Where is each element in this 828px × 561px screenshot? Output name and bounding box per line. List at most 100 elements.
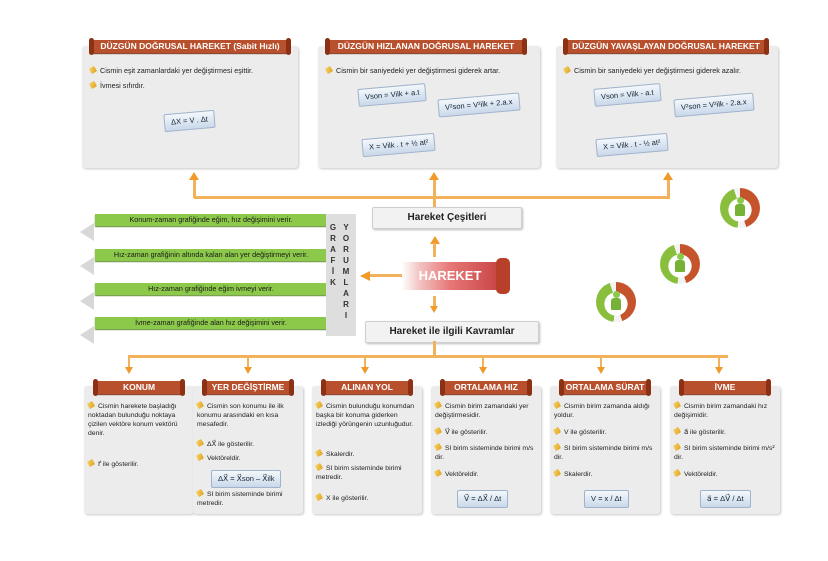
bullet: SI birim sisteminde birimi metredir. — [314, 462, 418, 482]
bullet: Cismin eşit zamanlardaki yer değiştirmes… — [88, 65, 253, 75]
pencil-icon — [552, 442, 562, 452]
chevron-left-icon — [80, 326, 94, 344]
connector-line — [364, 355, 366, 369]
pencil-icon — [433, 426, 443, 436]
box-title: DÜZGÜN HIZLANAN DOĞRUSAL HAREKET — [325, 38, 527, 55]
graph-note: Hız-zaman grafiğinde eğim ivmeyi verir. — [95, 283, 327, 295]
decelerating-motion-box: DÜZGÜN YAVAŞLAYAN DOĞRUSAL HAREKET Cismi… — [556, 38, 778, 168]
arrow-up-icon — [663, 172, 673, 180]
box-title: KONUM — [93, 379, 185, 396]
connector-line — [433, 243, 436, 257]
uniform-motion-box: DÜZGÜN DOĞRUSAL HAREKET (Sabit Hızlı) Ci… — [82, 38, 298, 168]
formula: ΔX = V . Δt — [163, 109, 216, 133]
bullet: Cismin son konumu ile ilk konumu arasınd… — [195, 400, 299, 429]
pencil-icon — [672, 400, 682, 410]
formula: V⃗ = ΔX⃗ / Δt — [457, 490, 509, 508]
formula: ΔX⃗ = X⃗son – X⃗ilk — [211, 470, 282, 488]
formula: a⃗ = ΔV⃗ / Δt — [700, 490, 751, 508]
bullet: V ile gösterilir. — [552, 426, 656, 437]
pencil-icon — [552, 426, 562, 436]
chevron-left-icon — [80, 223, 94, 241]
bullet: Cismin birim zamandaki yer değiştirmesid… — [433, 400, 537, 420]
pencil-icon — [433, 400, 443, 410]
pencil-icon — [324, 65, 334, 75]
pencil-icon — [195, 488, 205, 498]
motion-types-label: Hareket Çeşitleri — [372, 207, 522, 229]
box-title: ALINAN YOL — [321, 379, 413, 396]
arrow-down-icon — [479, 367, 487, 374]
arrow-down-icon — [430, 306, 438, 313]
arrow-down-icon — [715, 367, 723, 374]
formula: V²son = V²ilk + 2.a.x — [437, 92, 521, 118]
connector-line — [667, 178, 670, 198]
figure-icon — [660, 244, 700, 284]
pencil-icon — [672, 426, 682, 436]
bullet: SI birim sisteminde birimi m/s dir. — [552, 442, 656, 462]
bullet: SI birim sisteminde birimi metredir. — [195, 488, 299, 508]
pencil-icon — [672, 442, 682, 452]
pencil-icon — [552, 468, 562, 478]
bullet: Vektöreldir. — [672, 468, 776, 479]
motion-concepts-label: Hareket ile ilgili Kavramlar — [365, 321, 539, 343]
figure-icon — [596, 282, 636, 322]
pencil-icon — [88, 80, 98, 90]
bullet: Skalerdir. — [552, 468, 656, 479]
arrow-up-icon — [429, 172, 439, 180]
bullet: Cismin birim zamanda aldığı yoldur. — [552, 400, 656, 420]
pencil-icon — [314, 448, 324, 458]
connector-line — [433, 296, 436, 308]
graph-comments-panel — [326, 214, 356, 336]
bullet: Vektöreldir. — [433, 468, 537, 479]
connector-line — [193, 178, 196, 198]
pencil-icon — [433, 468, 443, 478]
connector-line — [247, 355, 249, 369]
arrow-down-icon — [361, 367, 369, 374]
concept-box-ivme: İVME Cismin birim zamandaki hız değişimi… — [670, 379, 780, 514]
bullet: ΔX⃗ ile gösterilir. — [195, 438, 299, 449]
bullet: Skalerdir. — [314, 448, 418, 459]
connector-line — [600, 355, 602, 369]
bullet: Vektöreldir. — [195, 452, 299, 463]
arrow-down-icon — [125, 367, 133, 374]
pencil-icon — [195, 400, 205, 410]
pencil-icon — [314, 492, 324, 502]
concept-box-alinan-yol: ALINAN YOL Cismin bulunduğu konumdan baş… — [312, 379, 422, 514]
concept-box-ortalama-surat: ORTALAMA SÜRAT Cismin birim zamanda aldı… — [550, 379, 660, 514]
scroll-roll — [496, 258, 510, 294]
bullet: Cismin bir saniyedeki yer değiştirmesi g… — [562, 65, 741, 75]
formula: X = Vilk . t + ½ at² — [361, 132, 437, 158]
arrow-up-icon — [189, 172, 199, 180]
graph-note: Hız-zaman grafiğinin altında kalan alan … — [95, 249, 327, 261]
concept-box-konum: KONUM Cismin harekete başladığı noktadan… — [84, 379, 194, 514]
bullet: Cismin bir saniyedeki yer değiştirmesi g… — [324, 65, 500, 75]
pencil-icon — [672, 468, 682, 478]
box-title: DÜZGÜN YAVAŞLAYAN DOĞRUSAL HAREKET — [563, 38, 769, 55]
bullet: V⃗ ile gösterilir. — [433, 426, 537, 437]
pencil-icon — [562, 65, 572, 75]
accelerating-motion-box: DÜZGÜN HIZLANAN DOĞRUSAL HAREKET Cismin … — [318, 38, 540, 168]
graph-note: Konum-zaman grafiğinde eğim, hız değişim… — [95, 214, 327, 226]
bullet: a⃗ ile gösterilir. — [672, 426, 776, 437]
concept-box-ortalama-hiz: ORTALAMA HIZ Cismin birim zamandaki yer … — [431, 379, 541, 514]
bullet: SI birim sisteminde birimi m/s dir. — [433, 442, 537, 462]
bullet: Cismin bulunduğu konumdan başka bir konu… — [314, 400, 418, 429]
bullet: İvmesi sıfırdır. — [88, 80, 145, 90]
bullet: Cismin harekete başladığı noktadan bulun… — [86, 400, 190, 438]
formula: Vson = Vilk + a.t — [357, 83, 428, 107]
formula: Vson = Vilk - a.t — [593, 83, 662, 107]
bullet: Cismin birim zamandaki hız değişimidir. — [672, 400, 776, 420]
arrow-down-icon — [597, 367, 605, 374]
connector-line — [433, 178, 436, 210]
bullet: X ile gösterilir. — [314, 492, 418, 503]
box-title: DÜZGÜN DOĞRUSAL HAREKET (Sabit Hızlı) — [89, 38, 291, 55]
pencil-icon — [314, 400, 324, 410]
connector-line — [482, 355, 484, 369]
pencil-icon — [195, 452, 205, 462]
box-title: YER DEĞİŞTİRME — [202, 379, 294, 396]
pencil-icon — [86, 400, 96, 410]
concept-box-yer-degistirme: YER DEĞİŞTİRME Cismin son konumu ile ilk… — [193, 379, 303, 514]
pencil-icon — [314, 462, 324, 472]
pencil-icon — [552, 400, 562, 410]
